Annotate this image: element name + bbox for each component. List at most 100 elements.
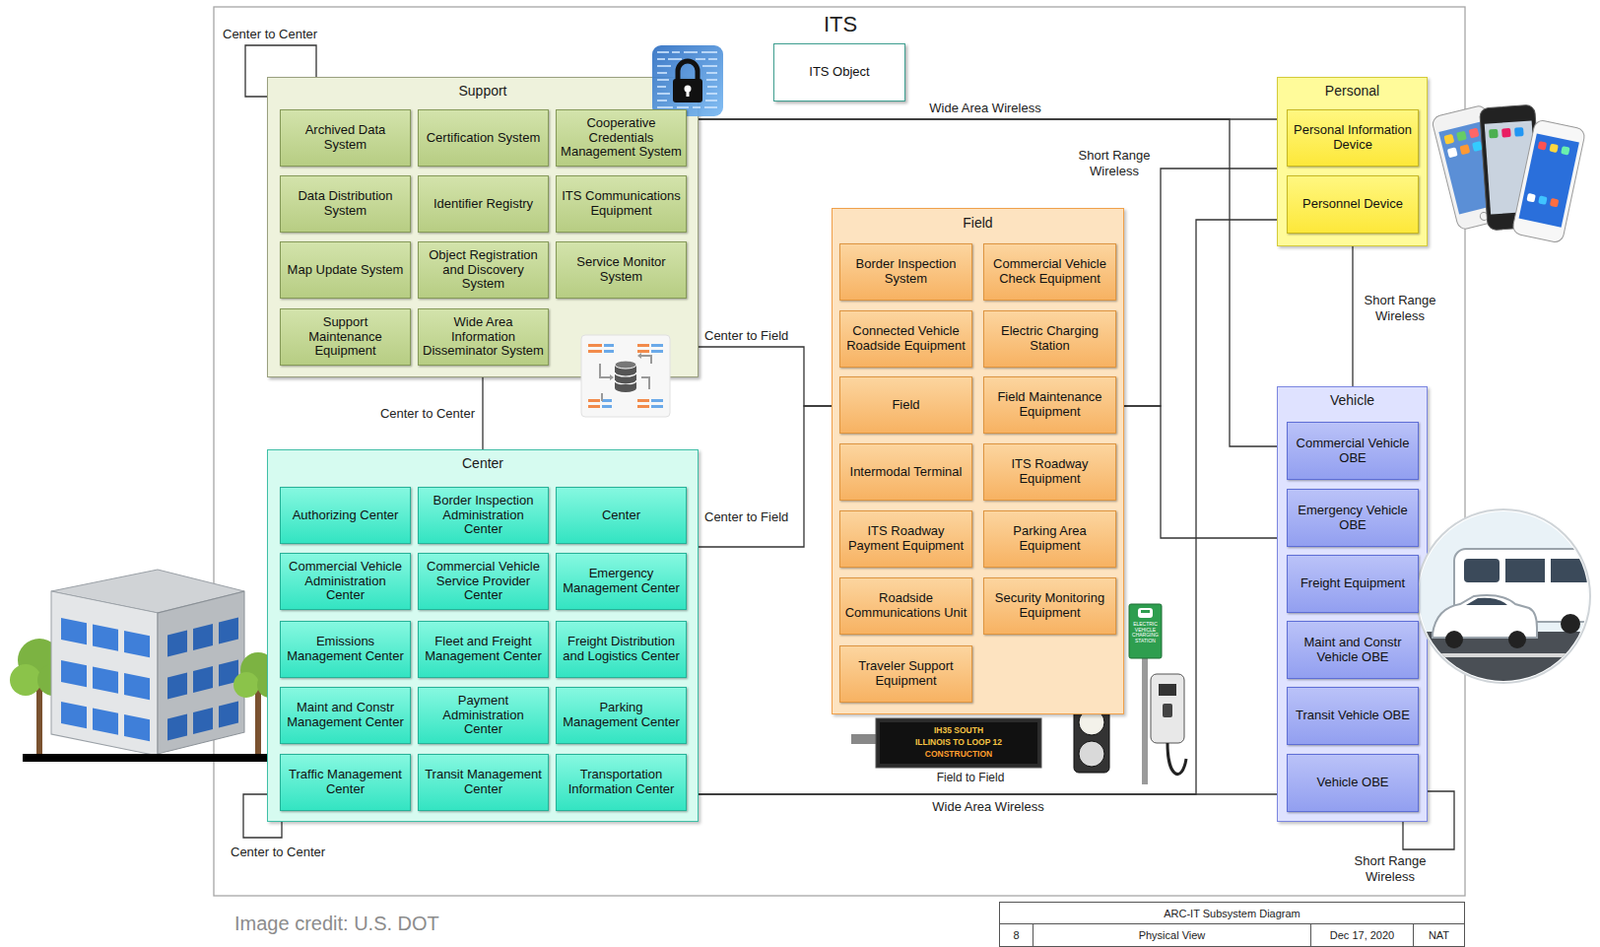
connector [1351, 246, 1353, 387]
subsystem-box: Commercial Vehicle OBE [1286, 421, 1419, 480]
subsystem-box: Maint and Constr Vehicle OBE [1286, 620, 1419, 679]
box-label: Transportation Information Center [560, 767, 682, 798]
subsystem-box: Wide Area Information Disseminator Syste… [417, 308, 549, 366]
subsystem-box: Emergency Management Center [555, 552, 687, 610]
data-exchange-icon [580, 333, 671, 418]
subsystem-group: Field Border Inspection System Commercial … [831, 207, 1125, 715]
subsystem-box: Maint and Constr Management Center [279, 686, 411, 744]
subsystem-box: Commercial Vehicle Service Provider Cent… [417, 552, 549, 610]
vehicles-illustration [1412, 505, 1596, 688]
subsystem-box: ITS Communications Equipment [555, 175, 687, 233]
box-label: Field Maintenance Equipment [988, 390, 1112, 420]
box-label: Connected Vehicle Roadside Equipment [844, 324, 968, 354]
subsystem-box: Map Update System [279, 241, 411, 299]
its-frame [213, 6, 1466, 896]
subsystem-group: Center Authorizing CenterBorder Inspectio… [266, 449, 699, 822]
box-label: Freight Equipment [1300, 576, 1405, 592]
subsystem-box: Connected Vehicle Roadside Equipment [839, 310, 973, 368]
subsystem-box: Cooperative Credentials Management Syste… [555, 109, 687, 167]
box-label: Parking Management Center [560, 700, 682, 731]
subsystem-group: SupportArchived Data System Certification… [266, 76, 699, 378]
subsystem-box: Parking Management Center [555, 686, 687, 744]
box-label: Identifier Registry [433, 197, 534, 212]
box-label: Personal Information Device [1291, 123, 1414, 153]
subsystem-box: Service Monitor System [555, 241, 687, 299]
box-label: Vehicle OBE [1317, 775, 1390, 791]
subsystem-box: Data Distribution System [279, 175, 411, 233]
subsystem-box: Authorizing Center [279, 486, 411, 544]
subsystem-box: Field Maintenance Equipment [983, 376, 1117, 434]
subsystem-box: Border Inspection Administration Center [417, 486, 549, 544]
subsystem-box: Freight Equipment [1286, 554, 1419, 613]
subsystem-box: Freight Distribution and Logistics Cente… [555, 620, 687, 678]
group-heading: Personal [1277, 82, 1427, 100]
subsystem-box: Traffic Management Center [279, 753, 411, 811]
title-block-cell: ARC-IT Subsystem Diagram [999, 901, 1466, 925]
box-label: Commercial Vehicle Service Provider Cent… [422, 559, 544, 604]
box-label: Freight Distribution and Logistics Cente… [560, 634, 682, 665]
charging-station-illustration [1129, 603, 1187, 785]
building-illustration [9, 569, 283, 762]
box-label: Fleet and Freight Management Center [422, 634, 544, 665]
box-label: Transit Management Center [422, 767, 544, 798]
box-label: Service Monitor System [560, 255, 682, 285]
box-label: Intermodal Terminal [850, 465, 963, 480]
box-label: Data Distribution System [284, 189, 406, 219]
box-label: Maint and Constr Management Center [284, 700, 406, 731]
subsystem-box: Transportation Information Center [555, 753, 687, 811]
box-label: Traffic Management Center [284, 767, 406, 798]
subsystem-box: Emissions Management Center [279, 620, 411, 678]
connector [698, 405, 832, 547]
connector-label: Wide Area Wireless [927, 100, 1043, 117]
subsystem-box: Commercial Vehicle Check Equipment [983, 243, 1117, 301]
box-label: Commercial Vehicle OBE [1291, 436, 1414, 467]
subsystem-box: Vehicle OBE [1286, 753, 1419, 812]
connector-label: Center to Center [378, 405, 477, 422]
connector [698, 346, 832, 406]
connector-label: Center to Center [220, 26, 320, 43]
box-label: Emissions Management Center [284, 634, 406, 665]
box-label: Traveler Support Equipment [844, 659, 968, 689]
sign-text: ELECTRIC VEHICLE CHARGING STATION [1130, 621, 1161, 652]
group-heading: Support [267, 82, 698, 100]
box-label: Border Inspection Administration Center [422, 493, 544, 538]
box-label: Certification System [426, 131, 541, 146]
sign-message: IH35 SOUTH [875, 724, 1042, 736]
box-label: Center [601, 508, 641, 524]
security-lock-icon [651, 44, 725, 118]
box-label: Wide Area Information Disseminator Syste… [422, 315, 544, 360]
subsystem-box: Certification System [417, 109, 549, 167]
box-label: Field [891, 398, 920, 413]
box-label: Map Update System [287, 263, 404, 278]
box-label: ITS Roadway Payment Equipment [844, 524, 968, 554]
connector-label: Center to Field [702, 509, 791, 526]
connector [481, 377, 483, 450]
subsystem-box: Commercial Vehicle Administration Center [279, 552, 411, 610]
box-label: Roadside Communications Unit [844, 591, 968, 621]
phones-illustration [1431, 104, 1587, 244]
connector [1124, 168, 1277, 406]
subsystem-box: Object Registration and Discovery System [417, 241, 549, 299]
subsystem-box: Transit Management Center [417, 753, 549, 811]
subsystem-box: Roadside Communications Unit [839, 577, 973, 635]
box-label: Parking Area Equipment [988, 524, 1112, 554]
box-label: Emergency Vehicle OBE [1291, 503, 1414, 534]
box-label: Personnel Device [1302, 197, 1403, 212]
subsystem-box: ITS Roadway Equipment [983, 443, 1117, 501]
connector-label: Short Range Wireless [1073, 147, 1155, 180]
box-label: Commercial Vehicle Administration Center [284, 559, 406, 604]
message-sign-illustration [851, 718, 1042, 768]
subsystem-box: Fleet and Freight Management Center [417, 620, 549, 678]
subsystem-box: ITS Roadway Payment Equipment [839, 510, 973, 568]
object-box: ITS Object [773, 43, 906, 102]
subsystem-box: Intermodal Terminal [839, 443, 973, 501]
connector-label: Center to Field [702, 328, 791, 344]
box-label: Archived Data System [284, 123, 406, 153]
box-label: Payment Administration Center [422, 693, 544, 738]
subsystem-box: Security Monitoring Equipment [983, 577, 1117, 635]
title-block-cell: NAT [1412, 923, 1466, 947]
subsystem-box: Center [555, 486, 687, 544]
box-label: Border Inspection System [844, 257, 968, 287]
box-label: Electric Charging Station [988, 324, 1112, 354]
